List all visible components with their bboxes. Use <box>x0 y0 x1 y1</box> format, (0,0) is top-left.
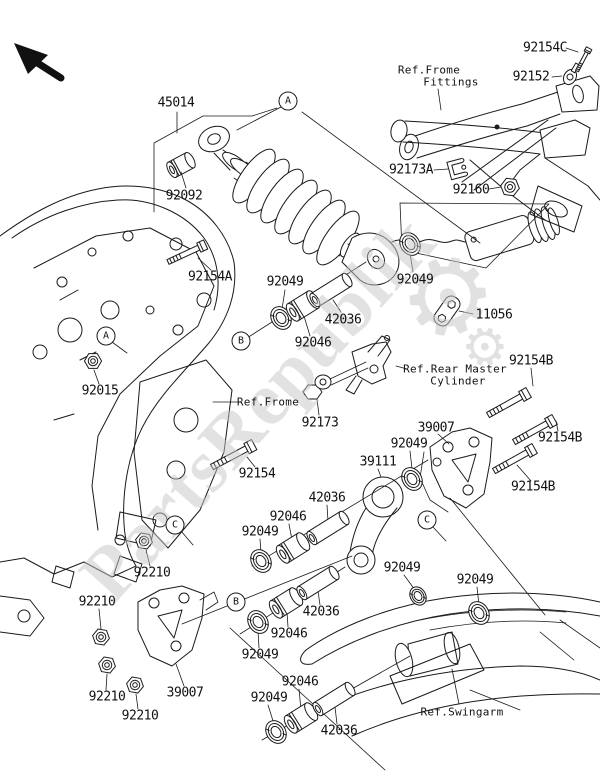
reference-label: Ref.Rear Master <box>403 362 507 376</box>
part-number-label: 92049 <box>390 436 428 452</box>
part-number-label: 92049 <box>241 524 279 540</box>
part-number-label: 92049 <box>396 272 434 288</box>
frame-fittings-illustration <box>389 76 600 232</box>
part-number-label: 92160 <box>452 182 490 198</box>
part-number-label: 42036 <box>302 604 340 620</box>
part-number-label: 92173 <box>301 415 339 431</box>
part-number-label: 42036 <box>324 312 362 328</box>
part-number-label: 39111 <box>359 454 397 470</box>
linkage-arm-illustration <box>347 477 403 574</box>
part-number-label: 92049 <box>241 647 279 663</box>
part-number-label: 39007 <box>417 420 455 436</box>
part-number-label: 92049 <box>266 274 304 290</box>
part-number-label: 11056 <box>475 307 513 323</box>
part-number-label: 92154B <box>538 430 582 446</box>
part-number-label: 92154A <box>188 269 232 285</box>
reference-label: Ref.Swingarm <box>420 705 504 719</box>
screw-washer-illustration <box>561 61 583 87</box>
callout-circle-b: B <box>226 592 246 612</box>
frame-illustration <box>0 186 235 636</box>
bracket-left-illustration <box>138 586 218 666</box>
swingarm-illustration <box>301 593 600 736</box>
part-number-label: 92046 <box>294 335 332 351</box>
master-cylinder-bracket-illustration <box>330 336 391 395</box>
clamp-block-illustration <box>431 293 462 328</box>
part-number-label: 92046 <box>270 626 308 642</box>
callout-circle-c: C <box>165 515 185 535</box>
reference-label: Ref.Frome <box>397 63 461 77</box>
part-number-label: 92049 <box>250 690 288 706</box>
part-number-label: 92210 <box>88 689 126 705</box>
callout-circle-a: A <box>96 326 116 346</box>
reference-label: Ref.Frome <box>236 395 300 409</box>
part-number-label: 92046 <box>269 509 307 525</box>
reference-label: Cylinder <box>430 374 486 388</box>
part-number-label: 92154B <box>511 479 555 495</box>
reference-label: Fittings <box>423 75 479 89</box>
part-number-label: 42036 <box>308 490 346 506</box>
part-number-label: 92210 <box>78 594 116 610</box>
bracket-right-illustration <box>420 428 492 512</box>
banjo-bolt-illustration <box>303 375 331 399</box>
part-number-label: 92046 <box>281 674 319 690</box>
part-number-label: 92092 <box>165 188 203 204</box>
back-arrow-icon <box>14 43 61 78</box>
part-number-label: 92210 <box>133 565 171 581</box>
part-number-label: 92154 <box>238 466 276 482</box>
part-number-label: 92154C <box>523 40 567 56</box>
part-number-label: 92152 <box>512 69 550 85</box>
hose-clamp-illustration <box>447 158 468 180</box>
callout-circle-a: A <box>278 91 298 111</box>
shock-absorber-illustration <box>195 122 399 285</box>
part-number-label: 92049 <box>383 560 421 576</box>
part-number-label: 45014 <box>157 95 195 111</box>
part-number-label: 92173A <box>389 162 433 178</box>
callout-circle-b: B <box>231 331 251 351</box>
leader-lines <box>94 48 578 724</box>
part-number-label: 92015 <box>81 383 119 399</box>
part-number-label: 92210 <box>121 708 159 724</box>
part-number-label: 39007 <box>166 685 204 701</box>
part-number-label: 92154B <box>509 353 553 369</box>
part-number-label: 92049 <box>456 572 494 588</box>
part-number-label: 42036 <box>320 723 358 739</box>
callout-circle-c: C <box>417 510 437 530</box>
